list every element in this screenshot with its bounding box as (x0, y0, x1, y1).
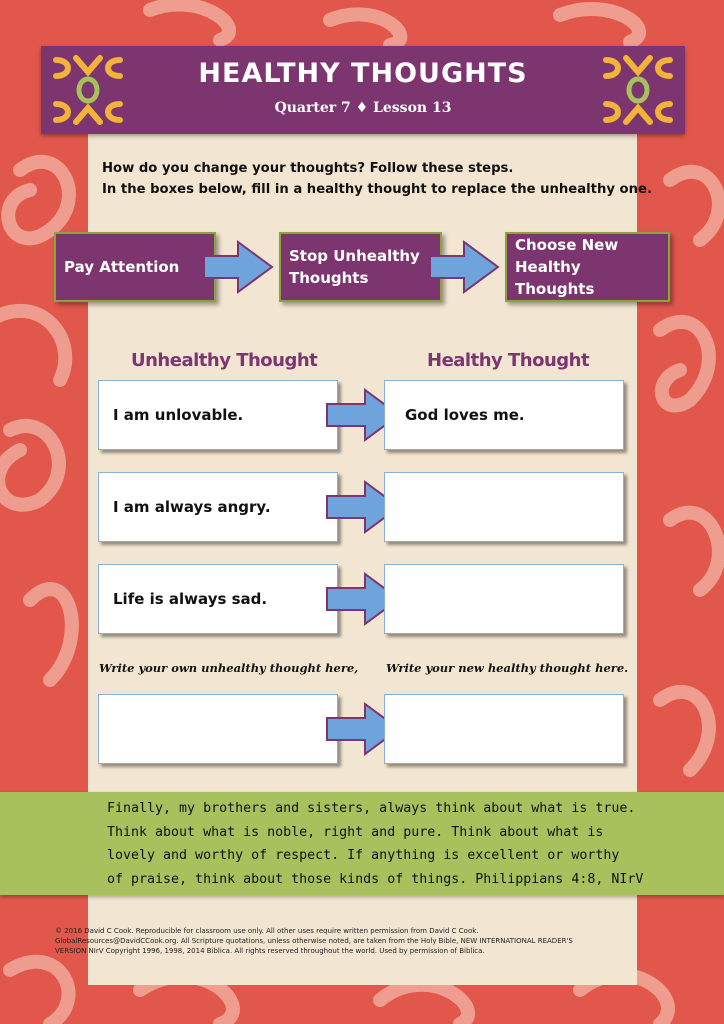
unhealthy-thought-box: I am unlovable. (98, 380, 338, 450)
header-banner: HEALTHY THOUGHTS Quarter 7 ♦ Lesson 13 (41, 46, 685, 134)
verse-line: of praise, think about those kinds of th… (107, 871, 644, 887)
replace-arrow-icon (326, 702, 401, 756)
legal-line: GlobalResources@DavidCCook.org. All Scri… (55, 937, 573, 945)
step-label-line: Healthy Thoughts (515, 258, 595, 298)
healthy-thought-box[interactable]: God loves me. (384, 380, 624, 450)
own-healthy-prompt: Write your new healthy thought here. (386, 661, 629, 675)
step-pay-attention: Pay Attention (54, 232, 216, 302)
step-label: Pay Attention (64, 258, 180, 276)
step-arrow-icon (203, 240, 274, 294)
unhealthy-thought-box: I am always angry. (98, 472, 338, 542)
own-healthy-thought-box[interactable] (384, 694, 624, 764)
instructions: How do you change your thoughts? Follow … (102, 158, 652, 200)
step-label-line: Choose New (515, 236, 619, 254)
own-unhealthy-thought-box[interactable] (98, 694, 338, 764)
replace-arrow-icon (326, 388, 401, 442)
legal-line: VERSION NIrV Copyright 1996, 1998, 2014 … (55, 947, 485, 955)
page-title: HEALTHY THOUGHTS (198, 58, 528, 89)
own-unhealthy-prompt: Write your own unhealthy thought here, (99, 661, 359, 675)
unhealthy-thought-text: I am always angry. (113, 498, 271, 516)
step-label-line: Thoughts (289, 269, 369, 287)
step-label-line: Stop Unhealthy (289, 247, 420, 265)
healthy-thought-text: God loves me. (405, 406, 525, 424)
verse-line: lovely and worthy of respect. If anythin… (107, 848, 620, 863)
verse-banner (0, 792, 724, 895)
replace-arrow-icon (326, 572, 401, 626)
healthy-column-heading: Healthy Thought (427, 350, 590, 371)
verse-line: Think about what is noble, right and pur… (107, 824, 604, 840)
instructions-line: In the boxes below, fill in a healthy th… (102, 182, 652, 197)
instructions-line: How do you change your thoughts? Follow … (102, 161, 514, 176)
step-arrow-icon (429, 240, 500, 294)
legal-line: © 2016 David C Cook. Reproducible for cl… (55, 927, 479, 935)
replace-arrow-icon (326, 480, 401, 534)
unhealthy-column-heading: Unhealthy Thought (131, 350, 318, 371)
unhealthy-thought-box: Life is always sad. (98, 564, 338, 634)
copyright-notice: © 2016 David C Cook. Reproducible for cl… (55, 926, 675, 956)
unhealthy-thought-text: Life is always sad. (113, 590, 268, 608)
unhealthy-thought-text: I am unlovable. (113, 406, 244, 424)
scripture-verse: Finally, my brothers and sisters, always… (107, 797, 667, 891)
healthy-thought-box[interactable] (384, 564, 624, 634)
page-subtitle: Quarter 7 ♦ Lesson 13 (274, 100, 452, 116)
verse-line: Finally, my brothers and sisters, always… (107, 801, 636, 816)
decorative-emblem-icon (603, 55, 673, 125)
decorative-emblem-icon (53, 55, 123, 125)
healthy-thought-box[interactable] (384, 472, 624, 542)
